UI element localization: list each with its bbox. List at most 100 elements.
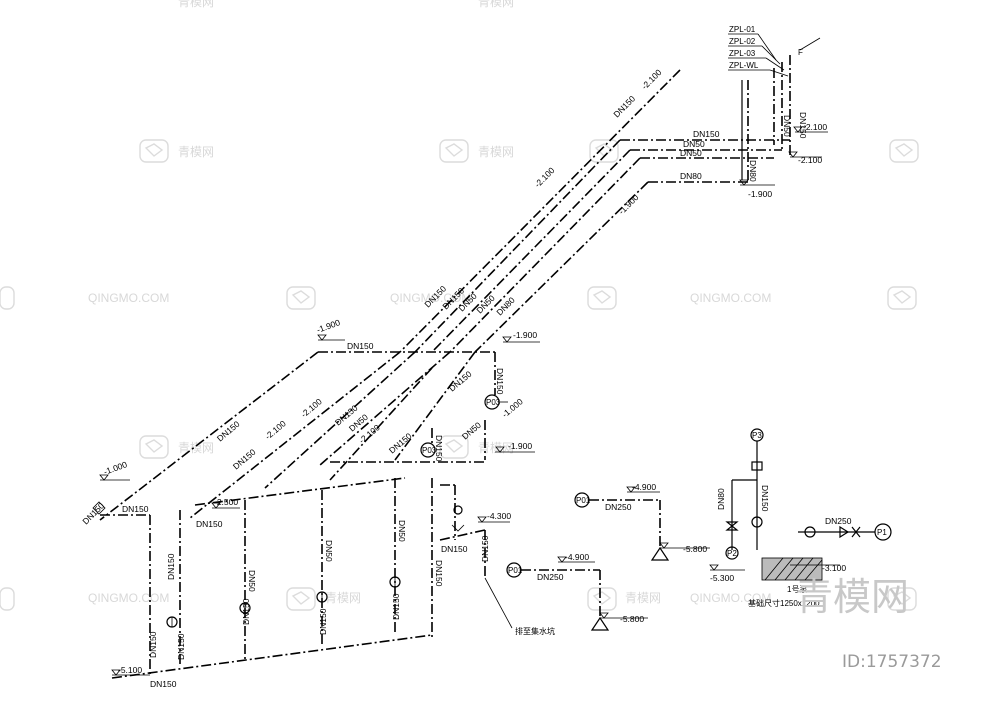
pipe-size-label: DN150 bbox=[391, 593, 401, 620]
p01-detail-lower: P01 DN250 -4.900 -5.800 bbox=[506, 552, 648, 631]
watermark-logo-icon bbox=[139, 139, 169, 163]
watermark-brand: 青模网 bbox=[178, 441, 214, 455]
watermark-logo-icon bbox=[439, 435, 469, 459]
level-label: -4.900 bbox=[565, 552, 589, 562]
tag-p1: P1 bbox=[877, 528, 887, 537]
watermark-brand: 青模网 bbox=[325, 591, 361, 605]
level-label: -1.900 bbox=[315, 317, 341, 335]
level-label: -2.100 bbox=[639, 67, 663, 91]
watermark-brand: 青模网 bbox=[178, 0, 214, 9]
watermark-brand-large: 青模网 bbox=[795, 575, 909, 619]
pump-icon bbox=[751, 516, 763, 528]
pipe-size-label: DN150 bbox=[176, 633, 186, 660]
pump-detail: P3 DN80 DN150 P2 -5.300 -3.100 1号泵 基础尺寸1… bbox=[709, 428, 892, 608]
watermark-text: QINGMO.COM bbox=[690, 591, 771, 605]
pipe-size-label: DN150 bbox=[387, 431, 414, 456]
valve-icon bbox=[839, 525, 850, 539]
watermark-logo-icon bbox=[286, 587, 316, 611]
pipe-size-label: DN150 bbox=[150, 679, 177, 689]
p01-detail-upper: P01 DN250 -4.900 -5.800 bbox=[574, 482, 710, 561]
level-label: -2.500 bbox=[214, 497, 238, 507]
watermark-text: QINGMO.COM bbox=[88, 591, 169, 605]
meter-icon bbox=[389, 576, 401, 588]
pump-title: 1号泵 bbox=[787, 585, 807, 594]
watermark-brand: 青模网 bbox=[478, 145, 514, 159]
watermark-text: QINGMO.COM bbox=[88, 291, 169, 305]
riser-label: ZPL-02 bbox=[729, 37, 756, 46]
watermark-logo-icon bbox=[439, 139, 469, 163]
gauge-icon bbox=[453, 505, 463, 515]
lower-pipes: DN150 DN150 -1.000 DN150 DN150 DN150 DN5… bbox=[80, 459, 444, 689]
sump-note: 排至集水坑 bbox=[515, 626, 555, 636]
watermark-logo-icon bbox=[889, 139, 919, 163]
watermark-logo-icon bbox=[286, 286, 316, 310]
pipe-size-label: DN150 bbox=[611, 93, 637, 119]
level-label: -1.900 bbox=[508, 441, 532, 451]
level-label: -1.000 bbox=[102, 459, 128, 477]
level-label: -2.100 bbox=[532, 165, 556, 189]
pipe-size-label: DN150 bbox=[166, 553, 176, 580]
watermark-brand: 青模网 bbox=[478, 441, 514, 455]
watermark-logo-icon bbox=[139, 435, 169, 459]
level-label: -5.800 bbox=[620, 614, 644, 624]
level-label: -2.100 bbox=[263, 418, 288, 441]
meter-icon bbox=[239, 602, 251, 614]
level-label: -2.100 bbox=[299, 396, 324, 419]
valve-icon bbox=[92, 501, 106, 515]
pipe-size-label: DN250 bbox=[537, 572, 564, 582]
riser-label: ZPL-01 bbox=[729, 25, 756, 34]
pipe-size-label: DN150 bbox=[495, 368, 505, 395]
pipe-size-label: DN50 bbox=[397, 520, 407, 542]
watermark-brand: 青模网 bbox=[478, 0, 514, 9]
watermark-logo-icon bbox=[587, 286, 617, 310]
pipe-size-label: DN150 bbox=[215, 419, 242, 444]
meter-icon bbox=[316, 591, 328, 603]
meter-icon bbox=[166, 616, 178, 628]
valve-icon bbox=[725, 521, 739, 531]
pipe-size-label: DN150 bbox=[241, 598, 251, 625]
pipe-size-label: DN50 bbox=[324, 540, 334, 562]
level-label: -5.800 bbox=[683, 544, 707, 554]
pipe-size-label: DN50 bbox=[247, 570, 257, 592]
level-label: -4.900 bbox=[632, 482, 656, 492]
pipe-size-label: DN150 bbox=[480, 535, 490, 562]
pipe-size-label: DN150 bbox=[434, 435, 444, 462]
pipe-size-label: DN150 bbox=[693, 129, 720, 139]
pipe-size-label: DN80 bbox=[748, 160, 758, 182]
pump-size-note: 基础尺寸1250x1200 bbox=[748, 598, 820, 608]
riser-label: ZPL-WL bbox=[729, 61, 759, 70]
pipe-size-label: DN150 bbox=[318, 608, 328, 635]
pipe-size-label: DN50 bbox=[680, 148, 702, 158]
level-label: -5.100 bbox=[118, 665, 142, 675]
tag-p01: P01 bbox=[576, 496, 591, 505]
level-label: -1.900 bbox=[748, 189, 772, 199]
level-label: -2.100 bbox=[798, 155, 822, 165]
pipe-size-label: DN150 bbox=[760, 485, 770, 512]
pipe-size-label: DN50 bbox=[683, 139, 705, 149]
level-label: -3.100 bbox=[822, 563, 846, 573]
watermark-text: QINGMO.COM bbox=[690, 291, 771, 305]
level-label: -1.900 bbox=[513, 330, 537, 340]
pipe-size-label: DN150 bbox=[196, 519, 223, 529]
watermark-brand: 青模网 bbox=[178, 145, 214, 159]
pipe-size-label: DN150 bbox=[80, 500, 106, 526]
riser-label: ZPL-03 bbox=[729, 49, 756, 58]
pipe-size-label: DN150 bbox=[347, 341, 374, 351]
pipe-size-label: DN150 bbox=[122, 504, 149, 514]
pipe-size-label: DN50 bbox=[460, 420, 483, 442]
tag-p01: P01 bbox=[508, 566, 523, 575]
pipe-size-label: DN150 bbox=[441, 544, 468, 554]
sump-outlet: DN150 DN150 -4.300 排至集水坑 bbox=[439, 484, 555, 636]
level-label: -1.000 bbox=[500, 396, 525, 419]
level-label: -4.300 bbox=[487, 511, 511, 521]
watermark-logo-icon bbox=[887, 286, 917, 310]
tag-p03: P03 bbox=[422, 446, 437, 455]
level-label: -5.300 bbox=[710, 573, 734, 583]
riser-tag: F bbox=[798, 48, 803, 57]
watermark-logo-icon bbox=[0, 286, 15, 310]
pipe-size-label: DN150 bbox=[148, 631, 158, 658]
pipe-size-label: DN80 bbox=[680, 171, 702, 181]
pipe-size-label: DN250 bbox=[825, 516, 852, 526]
check-valve-icon bbox=[851, 526, 861, 538]
level-label: -2.100 bbox=[803, 122, 827, 132]
